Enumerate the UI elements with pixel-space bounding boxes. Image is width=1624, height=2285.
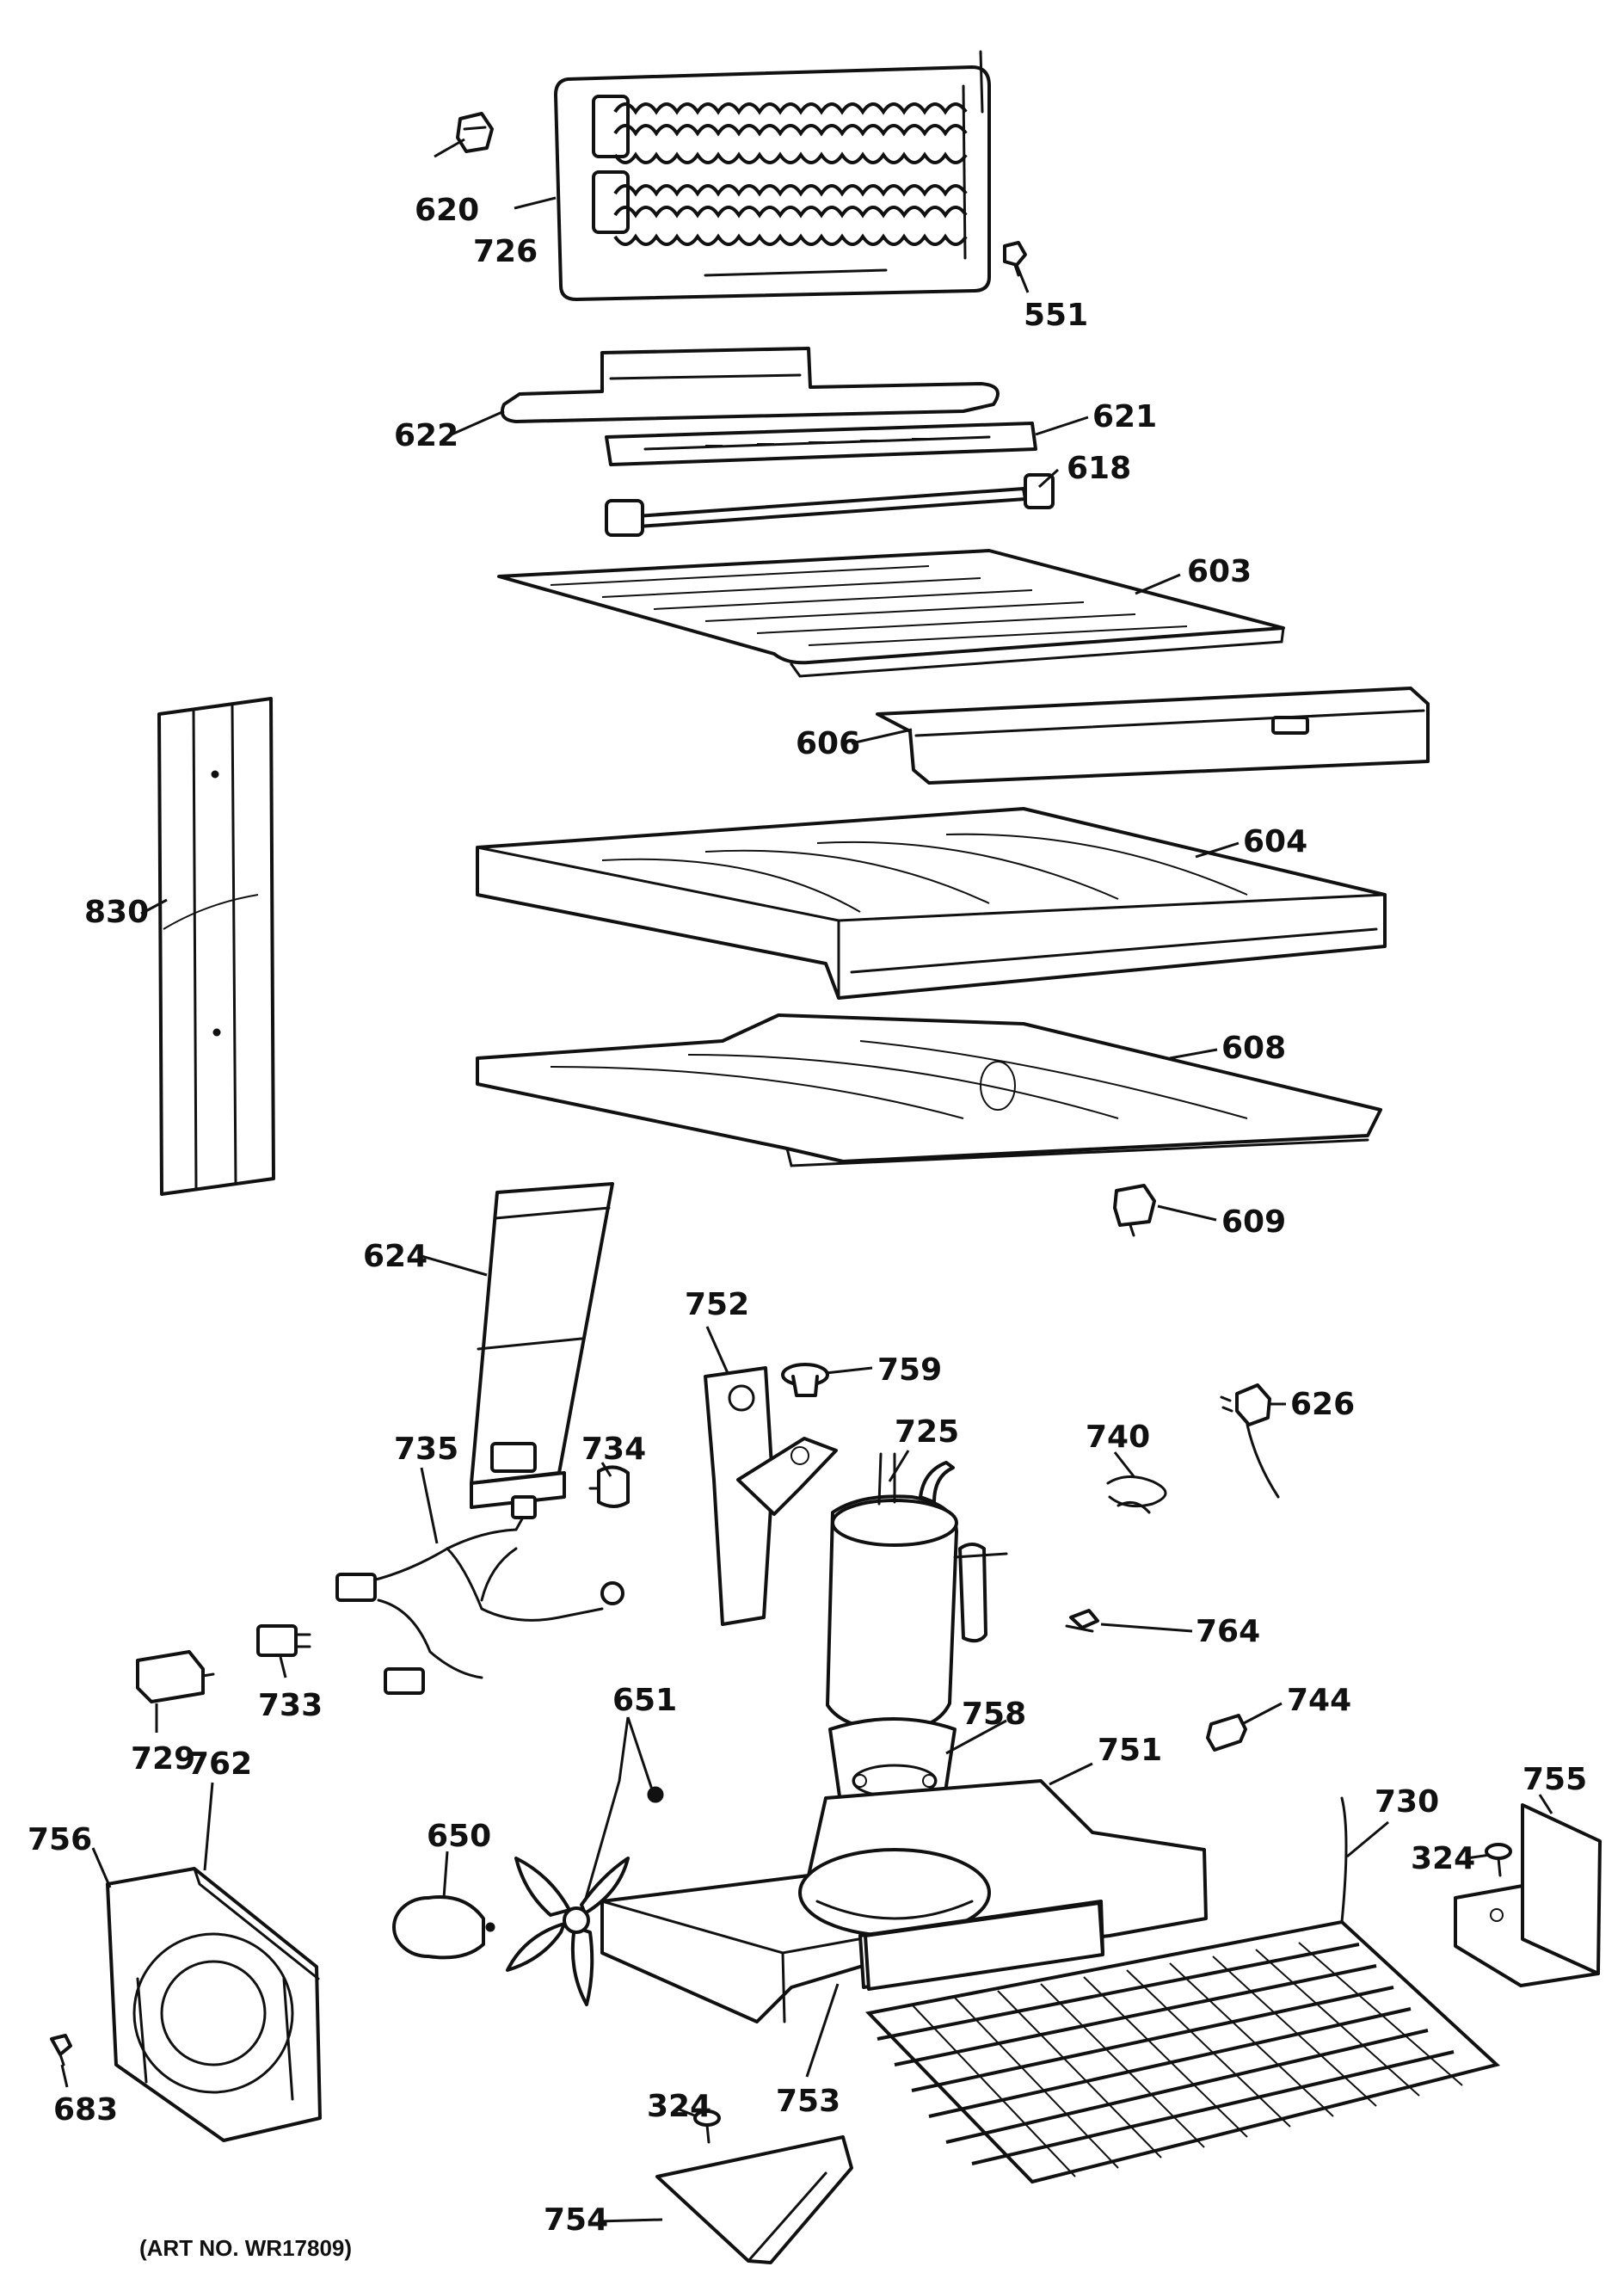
compressor-725 <box>826 1452 1008 1733</box>
baffle-753 <box>864 1901 1104 1991</box>
label-726: 726 <box>473 234 538 269</box>
label-622: 622 <box>394 418 458 453</box>
channel-830 <box>157 697 275 1196</box>
label-624: 624 <box>363 1239 428 1274</box>
label-755: 755 <box>1522 1762 1587 1797</box>
label-730: 730 <box>1375 1784 1439 1820</box>
label-324-lower: 324 <box>647 2089 711 2124</box>
foot-754 <box>655 2135 853 2264</box>
label-756: 756 <box>28 1822 92 1857</box>
clip-764 <box>1065 1609 1099 1633</box>
part-labels: 620 726 551 622 621 618 603 606 604 830 … <box>28 193 1587 2238</box>
label-618: 618 <box>1067 451 1131 486</box>
bracket-755 <box>1454 1803 1602 1987</box>
label-830: 830 <box>84 895 149 930</box>
label-729: 729 <box>131 1741 195 1777</box>
label-620: 620 <box>415 193 479 228</box>
label-683: 683 <box>53 2092 118 2128</box>
evaporator-cover <box>500 347 1000 423</box>
duct-624 <box>470 1182 614 1509</box>
shelf-603 <box>497 549 1285 678</box>
label-608: 608 <box>1221 1031 1286 1066</box>
label-759: 759 <box>877 1352 942 1388</box>
label-626: 626 <box>1290 1387 1355 1422</box>
overload-733 <box>256 1624 311 1657</box>
base-751 <box>600 1779 1208 2023</box>
label-733: 733 <box>258 1688 323 1723</box>
grommet-759 <box>781 1363 829 1397</box>
label-604: 604 <box>1243 824 1307 859</box>
label-606: 606 <box>796 726 860 761</box>
screw-324-upper <box>1485 1843 1512 1877</box>
fan-motor-650 <box>392 1895 495 1960</box>
label-752: 752 <box>685 1287 749 1322</box>
label-740: 740 <box>1086 1420 1150 1455</box>
leader-lines <box>60 138 1553 2223</box>
label-621: 621 <box>1092 399 1157 434</box>
pan-608 <box>476 1013 1382 1167</box>
label-603: 603 <box>1187 554 1252 589</box>
label-651: 651 <box>612 1683 677 1718</box>
screw-324-lower <box>693 2109 721 2144</box>
condenser-coil-730 <box>864 1796 1501 2184</box>
clip-744 <box>1206 1714 1247 1752</box>
clip-740 <box>1106 1475 1167 1514</box>
label-650: 650 <box>427 1819 491 1854</box>
clip-609 <box>1113 1184 1156 1237</box>
pan-604 <box>476 807 1387 1000</box>
label-744: 744 <box>1287 1683 1351 1718</box>
fan-shroud <box>106 1867 322 2142</box>
heater-rod-618 <box>605 473 1055 537</box>
fan-blade-651 <box>506 1786 664 2006</box>
label-324-upper: 324 <box>1411 1841 1475 1876</box>
label-551: 551 <box>1024 298 1088 333</box>
screw-551 <box>1003 241 1027 277</box>
drawer-front-606 <box>876 687 1430 785</box>
screw-683 <box>50 2034 72 2066</box>
label-754: 754 <box>544 2202 608 2238</box>
label-758: 758 <box>962 1697 1026 1732</box>
label-751: 751 <box>1098 1733 1162 1768</box>
label-734: 734 <box>581 1432 646 1467</box>
wiring-harness-735 <box>335 1495 624 1695</box>
capacitor-729 <box>136 1650 215 1703</box>
label-753: 753 <box>776 2084 840 2119</box>
label-725: 725 <box>895 1414 959 1450</box>
relay-734 <box>588 1465 630 1508</box>
power-cord-626 <box>1220 1383 1280 1499</box>
label-762: 762 <box>188 1746 252 1782</box>
bracket-752 <box>704 1366 838 1626</box>
label-764: 764 <box>1196 1614 1260 1649</box>
clip-620 <box>456 112 494 153</box>
evaporator-coil <box>554 50 991 301</box>
defrost-heater-621 <box>605 422 1037 466</box>
label-609: 609 <box>1221 1204 1286 1240</box>
art-number-caption: (ART NO. WR17809) <box>139 2235 352 2261</box>
label-735: 735 <box>394 1432 458 1467</box>
